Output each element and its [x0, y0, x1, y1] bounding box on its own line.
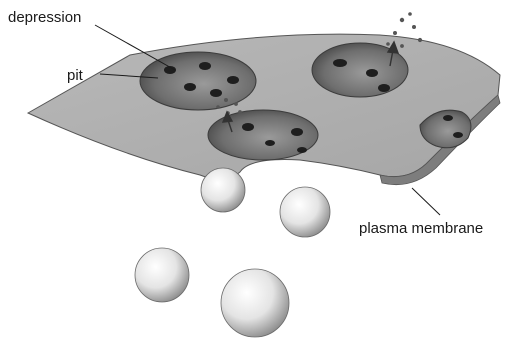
- leader-line-plasma-membrane: [412, 188, 440, 215]
- vesicle: [221, 269, 289, 337]
- label-pit: pit: [67, 68, 83, 83]
- vesicles: [135, 168, 330, 337]
- membrane-sheet: [28, 34, 500, 185]
- label-depression: depression: [8, 10, 81, 25]
- vesicle: [135, 248, 189, 302]
- depression: [140, 52, 256, 110]
- vesicle: [280, 187, 330, 237]
- vesicle: [201, 168, 245, 212]
- label-plasma-membrane: plasma membrane: [359, 221, 483, 236]
